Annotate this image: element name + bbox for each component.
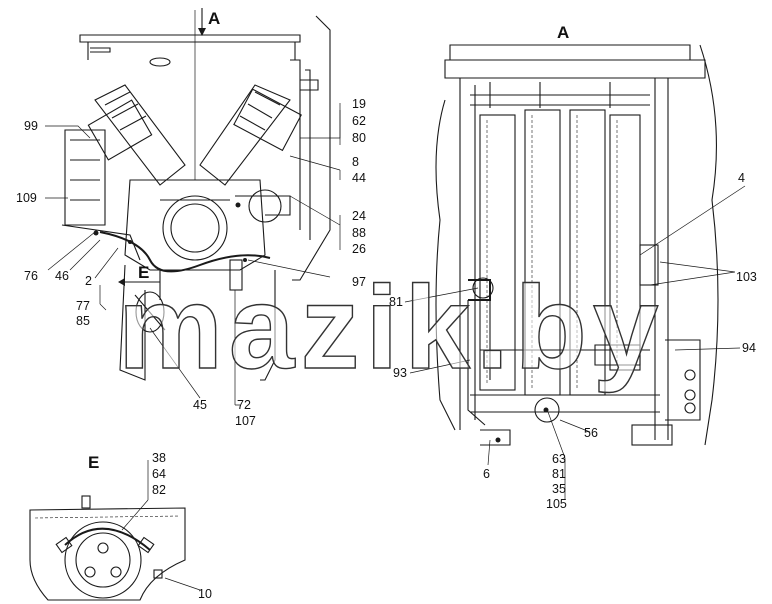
callout-26: 26	[352, 242, 366, 256]
callout-72: 72	[237, 398, 251, 412]
callout-80: 80	[352, 131, 366, 145]
callout-35: 35	[552, 482, 566, 496]
callout-45: 45	[193, 398, 207, 412]
callout-38: 38	[152, 451, 166, 465]
callout-2: 2	[85, 274, 92, 288]
callout-6: 6	[483, 467, 490, 481]
callout-81-right: 81	[389, 295, 403, 309]
callout-56: 56	[584, 426, 598, 440]
leader-lines-right	[404, 185, 746, 500]
callout-109: 109	[16, 191, 37, 205]
view-label-a-right: A	[557, 23, 569, 42]
callout-107: 107	[235, 414, 256, 428]
callout-10: 10	[198, 587, 212, 601]
callout-103: 103	[736, 270, 757, 284]
callout-105: 105	[546, 497, 567, 511]
callout-44: 44	[352, 171, 366, 185]
view-label-a-left: A	[208, 9, 220, 28]
callout-97: 97	[352, 275, 366, 289]
callout-82: 82	[152, 483, 166, 497]
detail-e-view	[29, 460, 201, 601]
callout-64: 64	[152, 467, 166, 481]
watermark: mazik.by	[118, 262, 664, 394]
callout-81-bottom: 81	[552, 467, 566, 481]
callout-62: 62	[352, 114, 366, 128]
callout-24: 24	[352, 209, 366, 223]
callout-46: 46	[55, 269, 69, 283]
callout-4: 4	[738, 171, 745, 185]
callout-99: 99	[24, 119, 38, 133]
callout-19: 19	[352, 97, 366, 111]
detail-marker-e: E	[138, 263, 149, 282]
detail-label-e: E	[88, 453, 99, 472]
callout-8: 8	[352, 155, 359, 169]
callout-93: 93	[393, 366, 407, 380]
leader-lines-left	[45, 103, 341, 406]
callout-63: 63	[552, 452, 566, 466]
callout-85: 85	[76, 314, 90, 328]
callout-94: 94	[742, 341, 756, 355]
engine-front-view	[61, 8, 331, 381]
callout-77: 77	[76, 299, 90, 313]
side-view	[435, 44, 719, 446]
callout-76: 76	[24, 269, 38, 283]
callout-88: 88	[352, 226, 366, 240]
